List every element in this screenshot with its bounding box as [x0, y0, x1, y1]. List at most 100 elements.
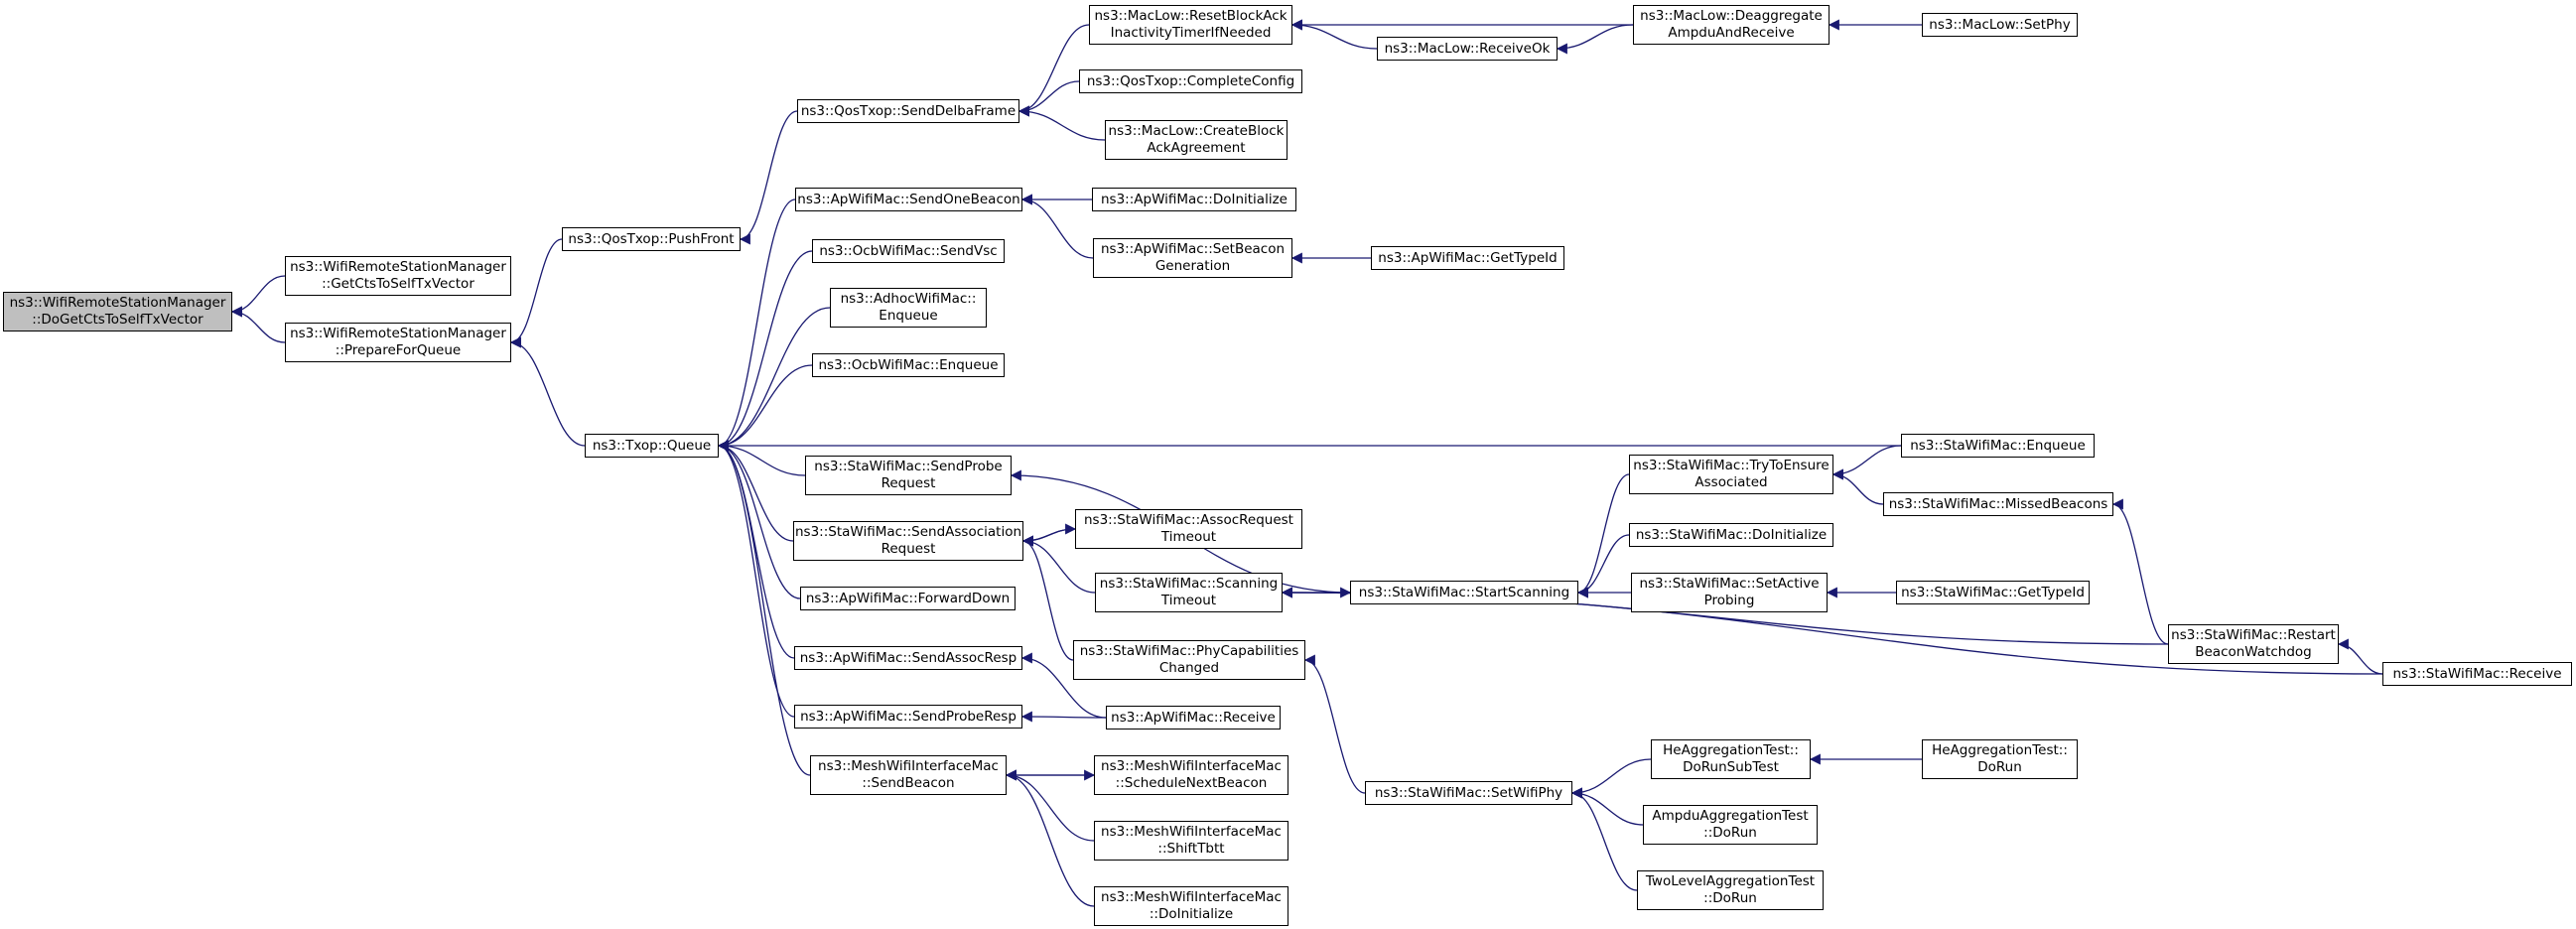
node-label: ns3::StaWifiMac::SendAssociation	[794, 524, 1022, 540]
node-label: ::ScheduleNextBeacon	[1115, 775, 1268, 791]
call-edge-meshsendbeacon-to-queue	[717, 440, 811, 776]
call-edge-adhocenq-to-queue	[717, 307, 831, 452]
graph-node-senddelba[interactable]: ns3::QosTxop::SendDelbaFrame	[797, 99, 1019, 123]
graph-node-sendonebeacon[interactable]: ns3::ApWifiMac::SendOneBeacon	[795, 188, 1022, 211]
call-edge-completeconfig-to-senddelba	[1017, 80, 1080, 117]
node-label: ns3::MeshWifiInterfaceMac	[1101, 889, 1282, 905]
call-edge-shifttbtt-to-meshsendbeacon	[1005, 769, 1095, 842]
graph-node-forwarddown[interactable]: ns3::ApWifiMac::ForwardDown	[800, 587, 1016, 610]
node-label: ns3::MacLow::CreateBlock	[1108, 123, 1285, 139]
graph-node-queue[interactable]: ns3::Txop::Queue	[585, 434, 719, 458]
call-edge-forwarddown-to-queue	[717, 440, 801, 599]
call-edge-meshdoinit-to-meshsendbeacon	[1005, 769, 1095, 907]
node-label: ns3::ApWifiMac::GetTypeId	[1378, 249, 1558, 266]
graph-node-apreceive[interactable]: ns3::ApWifiMac::Receive	[1106, 706, 1281, 730]
node-label: ns3::StaWifiMac::Restart	[2171, 627, 2336, 643]
node-label: ns3::StaWifiMac::Receive	[2392, 665, 2562, 682]
graph-node-prepare[interactable]: ns3::WifiRemoteStationManager::PrepareFo…	[285, 323, 511, 362]
graph-node-setwifiphy[interactable]: ns3::StaWifiMac::SetWifiPhy	[1365, 781, 1572, 805]
node-label: ns3::StaWifiMac::StartScanning	[1358, 584, 1570, 600]
node-label: ns3::StaWifiMac::Enqueue	[1910, 437, 2086, 454]
graph-node-staenq[interactable]: ns3::StaWifiMac::Enqueue	[1901, 434, 2095, 458]
graph-node-twoleveldorun[interactable]: TwoLevelAggregationTest::DoRun	[1637, 870, 1824, 910]
node-label: Timeout	[1160, 529, 1217, 545]
node-label: AckAgreement	[1147, 140, 1246, 156]
node-label: ::DoRun	[1703, 825, 1757, 841]
graph-node-hesubtest[interactable]: HeAggregationTest::DoRunSubTest	[1651, 739, 1811, 779]
graph-node-setphy[interactable]: ns3::MacLow::SetPhy	[1922, 13, 2078, 37]
node-label: ns3::StaWifiMac::SetWifiPhy	[1374, 784, 1563, 801]
graph-node-adhocenq[interactable]: ns3::AdhocWifiMac::Enqueue	[830, 288, 987, 328]
graph-node-schednext[interactable]: ns3::MeshWifiInterfaceMac::ScheduleNextB…	[1094, 755, 1288, 795]
graph-node-stagettypeid[interactable]: ns3::StaWifiMac::GetTypeId	[1896, 581, 2090, 604]
graph-node-sendproberesp[interactable]: ns3::ApWifiMac::SendProbeResp	[794, 705, 1022, 729]
node-label: Probing	[1703, 593, 1755, 608]
graph-node-stareceive[interactable]: ns3::StaWifiMac::Receive	[2382, 662, 2572, 686]
node-label: ::DoInitialize	[1149, 906, 1234, 922]
graph-node-completeconfig[interactable]: ns3::QosTxop::CompleteConfig	[1079, 69, 1302, 93]
graph-node-missedbeacons[interactable]: ns3::StaWifiMac::MissedBeacons	[1883, 492, 2113, 516]
node-label: ns3::QosTxop::SendDelbaFrame	[800, 102, 1017, 119]
node-label: ::SendBeacon	[862, 775, 955, 791]
node-label: InactivityTimerIfNeeded	[1110, 25, 1272, 41]
call-edge-apreceive-to-sendassocresp	[1020, 652, 1107, 719]
node-label: ns3::Txop::Queue	[592, 437, 712, 454]
node-label: ns3::ApWifiMac::DoInitialize	[1101, 191, 1288, 207]
call-edge-ocbenq-to-queue	[717, 364, 813, 452]
node-label: ::DoGetCtsToSelfTxVector	[32, 312, 203, 328]
node-label: Associated	[1695, 474, 1768, 490]
node-label: ns3::MacLow::ResetBlockAck	[1094, 8, 1288, 24]
call-edge-restartbw-to-missedbeacons	[2111, 498, 2169, 645]
graph-node-startscan[interactable]: ns3::StaWifiMac::StartScanning	[1350, 581, 1578, 604]
node-label: ns3::QosTxop::CompleteConfig	[1086, 72, 1295, 89]
graph-node-shifttbtt[interactable]: ns3::MeshWifiInterfaceMac::ShiftTbtt	[1094, 821, 1288, 861]
graph-node-meshdoinit[interactable]: ns3::MeshWifiInterfaceMac::DoInitialize	[1094, 886, 1288, 926]
call-edge-stareceive-to-restartbw	[2337, 638, 2383, 675]
call-edge-pushfront-to-prepare	[509, 238, 563, 348]
graph-node-sendvsc[interactable]: ns3::OcbWifiMac::SendVsc	[812, 239, 1005, 263]
graph-node-pushfront[interactable]: ns3::QosTxop::PushFront	[562, 227, 741, 251]
graph-node-hedorun[interactable]: HeAggregationTest::DoRun	[1922, 739, 2078, 779]
node-label: BeaconWatchdog	[2195, 644, 2312, 660]
node-label: DoRunSubTest	[1683, 759, 1779, 775]
call-edge-twoleveldorun-to-setwifiphy	[1570, 787, 1638, 891]
node-label: ns3::StaWifiMac::DoInitialize	[1635, 526, 1828, 543]
graph-node-stadoinit[interactable]: ns3::StaWifiMac::DoInitialize	[1629, 523, 1833, 547]
call-edge-missedbeacons-to-trytoensure	[1831, 468, 1884, 505]
node-label: ns3::StaWifiMac::MissedBeacons	[1888, 495, 2108, 512]
graph-node-sendassocresp[interactable]: ns3::ApWifiMac::SendAssocResp	[794, 646, 1022, 670]
graph-node-getcts[interactable]: ns3::WifiRemoteStationManager::GetCtsToS…	[285, 256, 511, 296]
call-edge-resetblock-to-senddelba	[1017, 24, 1090, 117]
graph-node-meshsendbeacon[interactable]: ns3::MeshWifiInterfaceMac::SendBeacon	[810, 755, 1007, 795]
graph-node-ampdudorun[interactable]: AmpduAggregationTest::DoRun	[1643, 805, 1818, 845]
call-edge-staenq-to-trytoensure	[1831, 445, 1902, 480]
graph-node-apdoinit[interactable]: ns3::ApWifiMac::DoInitialize	[1092, 188, 1296, 211]
node-label: ns3::ApWifiMac::Receive	[1111, 709, 1276, 726]
node-label: TwoLevelAggregationTest	[1645, 873, 1816, 889]
graph-node-ocbenq[interactable]: ns3::OcbWifiMac::Enqueue	[812, 353, 1005, 377]
node-label: AmpduAggregationTest	[1652, 808, 1809, 824]
graph-node-receiveok[interactable]: ns3::MacLow::ReceiveOk	[1377, 37, 1558, 61]
graph-node-apgettypeid[interactable]: ns3::ApWifiMac::GetTypeId	[1371, 246, 1564, 270]
call-edge-sendprobe-to-queue	[717, 440, 806, 476]
node-label: ns3::ApWifiMac::SendAssocResp	[799, 649, 1017, 666]
node-label: DoRun	[1977, 759, 2022, 775]
call-edge-sendassoc-to-queue	[717, 440, 794, 542]
call-edge-receiveok-to-resetblock	[1290, 19, 1378, 50]
call-edge-hesubtest-to-setwifiphy	[1570, 758, 1652, 799]
node-label: ns3::ApWifiMac::SetBeacon	[1100, 241, 1286, 257]
node-label: Changed	[1158, 660, 1220, 676]
